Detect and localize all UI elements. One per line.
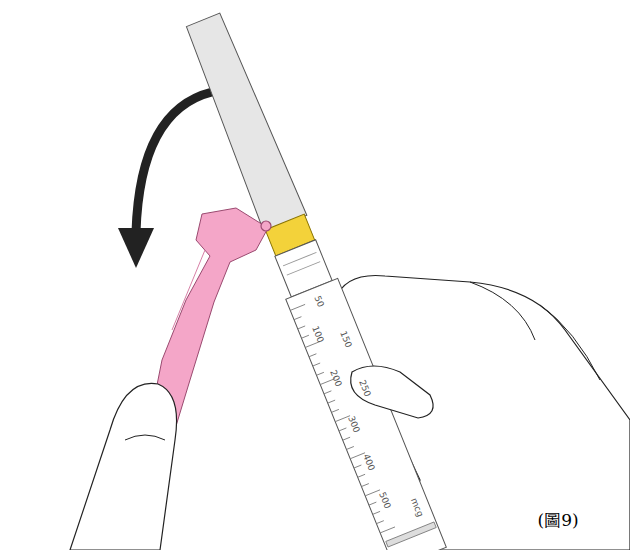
syringe-barrel	[286, 278, 447, 550]
scale-tick	[301, 335, 308, 338]
scale-tick	[361, 484, 368, 487]
scale-tick	[373, 511, 380, 514]
right-thumb	[351, 366, 433, 418]
scale-tick	[346, 446, 353, 449]
connector-ridge	[287, 262, 320, 275]
scale-tick	[380, 527, 395, 533]
scale-tick	[339, 428, 346, 431]
scale-tick	[290, 304, 305, 310]
scale-ticks	[290, 304, 395, 533]
scale-tick	[369, 502, 376, 505]
figure-caption: (圖9)	[538, 512, 579, 529]
scale-tick	[294, 317, 301, 320]
shield-hinge	[261, 221, 271, 231]
scale-tick	[376, 521, 383, 524]
thumb-nail	[125, 435, 165, 440]
scale-tick	[309, 354, 316, 357]
scale-tick	[343, 437, 350, 440]
arrow-head	[118, 228, 154, 268]
rotation-arrow	[136, 92, 212, 232]
scale-tick	[316, 372, 323, 375]
hand-crease	[470, 282, 535, 340]
hand-crease	[540, 305, 600, 380]
scale-tick	[328, 400, 335, 403]
scale-tick	[331, 409, 338, 412]
scale-tick	[354, 465, 361, 468]
connector-ridge	[283, 252, 316, 265]
plunger-seal	[386, 522, 436, 547]
scale-tick	[358, 474, 365, 477]
scale-tick	[298, 326, 305, 329]
needle-cap	[182, 11, 307, 232]
scale-tick	[313, 363, 320, 366]
shield-fold	[172, 250, 205, 330]
scale-tick	[324, 391, 331, 394]
left-hand	[70, 383, 177, 550]
